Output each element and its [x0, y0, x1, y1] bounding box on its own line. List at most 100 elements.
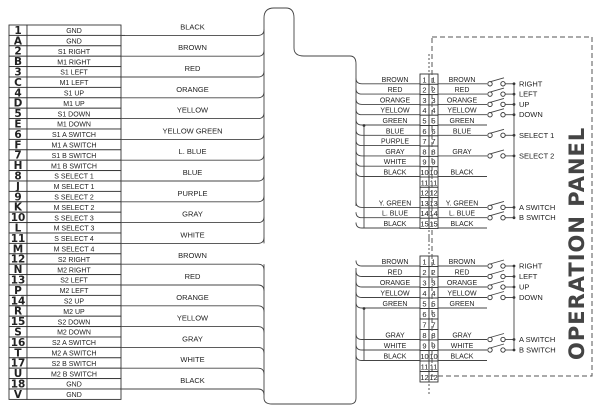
connector-pin-number: 12 [420, 373, 428, 382]
pin-function: GND [66, 39, 82, 46]
switch-label: A SWITCH [519, 335, 555, 344]
connector-pin-number: 1 [422, 75, 426, 84]
wire-color-label: YELLOW [177, 106, 209, 115]
connector-pin-number: 5 [431, 117, 435, 126]
harness-wire [121, 263, 265, 271]
connector-pin-number: 2 [431, 86, 435, 95]
connector-pin-number: 7 [422, 321, 426, 330]
pin-function: M1 RIGHT [57, 59, 91, 66]
connector-pin-number: 11 [421, 363, 429, 372]
connector-pin-number: 9 [422, 158, 426, 167]
switch-label: UP [519, 283, 529, 292]
switch-label: DOWN [519, 110, 543, 119]
harness-wire [121, 305, 265, 312]
connector-right-label: BROWN [449, 77, 476, 84]
connector-left-bend [355, 78, 363, 85]
connector-left-bend [355, 291, 363, 298]
connector-pin-number: 2 [422, 86, 426, 95]
operation-panel-title: OPERATION PANEL [565, 127, 589, 360]
connector-pin-number: 8 [431, 331, 435, 340]
pin-function: S1 RIGHT [58, 49, 91, 56]
pin-id: 8 [14, 171, 21, 183]
switch-contact [487, 101, 493, 108]
connector-left-bend [355, 88, 363, 95]
pin-id: 2 [14, 46, 21, 58]
connector-pin-number: 11 [421, 178, 429, 187]
pin-function: GND [66, 28, 82, 35]
switch-label: DOWN [519, 293, 543, 302]
connector-right-label: RED [455, 270, 470, 277]
switch-contact [487, 153, 493, 159]
pin-id: 15 [11, 316, 26, 328]
connector-left-bend [355, 260, 363, 267]
pin-id: S [14, 327, 22, 339]
connector-left-label: BLACK [384, 354, 407, 361]
pin-function: M2 RIGHT [57, 267, 91, 274]
switch-contact [500, 153, 506, 159]
switch-contact [487, 273, 493, 280]
connector-pin-number: 8 [422, 331, 426, 340]
switch-lever [489, 108, 505, 114]
pin-id: 3 [14, 67, 21, 79]
pin-function: M2 A SWITCH [51, 351, 96, 358]
connector-left-label: L. BLUE [382, 211, 408, 218]
pin-id: 6 [14, 129, 21, 141]
harness-wire [121, 326, 265, 333]
pin-id: 4 [14, 87, 21, 99]
switch-label: SELECT 2 [519, 151, 554, 160]
wire-color-label: BROWN [178, 43, 207, 52]
connector-pin-number: 2 [431, 268, 435, 277]
connector-pin-number: 13 [429, 199, 437, 208]
wire-color-label: YELLOW GREEN [162, 126, 222, 135]
pin-function: GND [66, 392, 82, 399]
junction-dot [512, 82, 516, 86]
pin-id: 16 [11, 337, 26, 349]
connector-right-label: GRAY [452, 333, 472, 340]
switch-contact [487, 336, 493, 343]
wire-color-label: L. BLUE [179, 147, 207, 156]
connector-left-label: RED [388, 87, 403, 94]
trunk-upper [263, 7, 357, 244]
connector-right-label: RED [455, 87, 470, 94]
switch-contact [500, 204, 506, 211]
switch-lever [489, 149, 505, 155]
wire-color-label: GRAY [182, 210, 203, 219]
connector-pin-number: 15 [429, 220, 437, 229]
connector-right-label: YELLOW [447, 291, 477, 298]
pin-function-cell [26, 388, 122, 400]
connector-left-label: PURPLE [381, 139, 409, 146]
connector-left-label: YELLOW [380, 108, 410, 115]
switch-contact [487, 263, 493, 269]
switch-contact [500, 263, 506, 269]
connector-pin-number: 12 [429, 189, 437, 198]
connector-pin-number: 11 [430, 178, 438, 187]
connector-left-bend [355, 140, 363, 147]
connector-pin-number: 14 [429, 209, 437, 218]
harness-wire [121, 388, 265, 396]
wire-color-label: RED [185, 272, 201, 281]
connector-left-bend [355, 150, 363, 157]
connector-right-label: YELLOW [447, 108, 477, 115]
connector-right-label: BLACK [451, 170, 474, 177]
connector-left-label: BLACK [384, 170, 407, 177]
pin-function: M2 DOWN [57, 330, 91, 337]
switch-label: A SWITCH [519, 203, 555, 212]
connector-pin-number: 4 [422, 106, 426, 115]
switch-label: B SWITCH [519, 213, 556, 222]
switch-contact [500, 294, 506, 301]
connector-pin-number: 5 [422, 300, 426, 309]
switch-label: RIGHT [519, 79, 543, 88]
switch-lever [489, 87, 505, 93]
switch-lever [489, 270, 505, 275]
connector-pin-number: 9 [431, 158, 435, 167]
connector-pin-number: 2 [422, 268, 426, 277]
connector-left-label: BROWN [382, 259, 409, 266]
switch-label: LEFT [519, 272, 538, 281]
switch-contact [487, 294, 493, 301]
pin-function: S2 UP [64, 299, 85, 306]
pin-function: S SELECT 4 [54, 236, 94, 243]
pin-id: J [15, 181, 20, 193]
pin-id: D [14, 98, 23, 110]
switch-label: SELECT 1 [519, 131, 554, 140]
